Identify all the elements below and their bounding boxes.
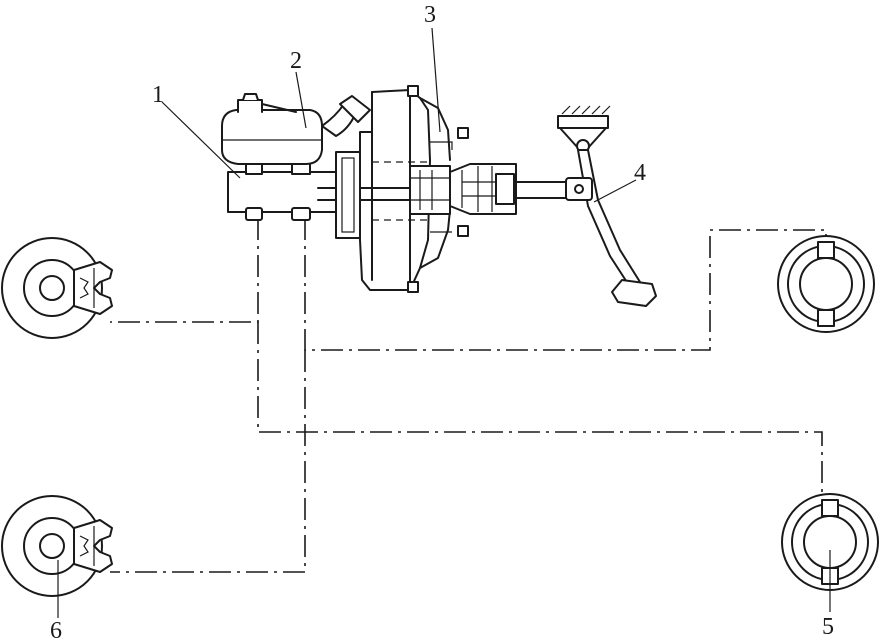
brake-pipelines [110,218,827,573]
label-4: 4 [634,160,646,186]
vacuum-booster [317,85,573,293]
leader-line-4 [593,179,637,203]
pipeline-rear-left [110,350,306,573]
master-cylinder [227,161,341,221]
pipeline-rear-right [257,322,823,492]
leader-lines [57,27,831,618]
pipeline-front-right [304,218,827,351]
leader-line-3 [431,27,441,133]
brake-pedal [557,105,657,307]
label-5: 5 [822,614,834,640]
pipeline-front-left [110,218,259,323]
label-2: 2 [290,48,302,74]
leader-line-1 [161,101,241,179]
label-3: 3 [424,2,436,28]
front-disc-brake-6 [1,495,113,597]
leader-line-2 [295,71,307,129]
label-1: 1 [152,82,164,108]
fluid-reservoir [221,93,371,165]
callout-labels: 1 2 3 4 5 6 [50,2,834,640]
rear-drum-brake-right-top [777,235,875,333]
front-disc-brake-left [1,237,113,339]
label-6: 6 [50,618,62,640]
